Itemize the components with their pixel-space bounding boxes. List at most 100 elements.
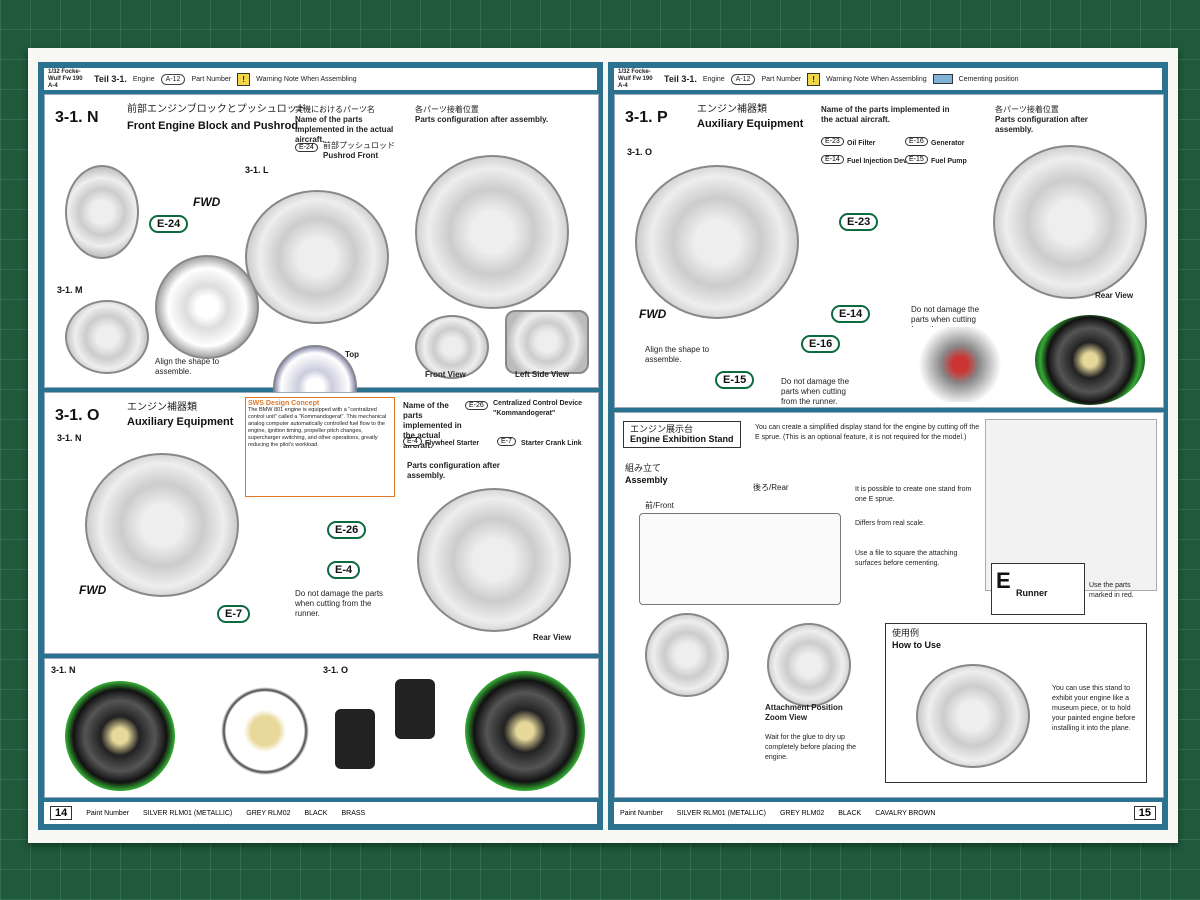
page-right: 1/32 Focke-Wulf Fw 190 A-4 Teil 3-1. Eng…: [608, 62, 1168, 830]
sub-step-n: 3-1. N: [57, 433, 82, 443]
photos-panel: 3-1. N 3-1. O: [44, 658, 599, 798]
fwd-arrow-o: FWD: [79, 583, 107, 597]
part-code-sample: A-12: [160, 73, 186, 85]
part-number-label: Part Number: [191, 75, 232, 83]
o-config-title: Parts configuration after assembly.: [407, 461, 500, 480]
assembly-jp: 組み立て: [625, 463, 662, 473]
runner-e-box: E Runner: [991, 563, 1085, 615]
photo-aux-parts-p: [895, 327, 1025, 402]
callout-e7: E-7: [217, 605, 251, 623]
p-align-note: Align the shape to assemble.: [645, 345, 710, 364]
step-p-number: 3-1. P: [625, 109, 668, 126]
part-code-sample-right: A-12: [730, 73, 756, 85]
side-view-label: Left Side View: [515, 370, 570, 379]
part-e26-name: Centralized Control Device "Kommandogera…: [493, 400, 583, 417]
paint-1: SILVER RLM01 (METALLIC): [143, 809, 233, 817]
damage-note: Do not damage the parts when cutting fro…: [295, 589, 384, 618]
front-label: 前/Front: [645, 501, 674, 510]
part-e4-name: Flywheel Starter: [425, 440, 480, 447]
stand-title-box: エンジン展示台 Engine Exhibition Stand: [623, 421, 741, 448]
photo-engine-rear: [465, 671, 585, 791]
callout-e15: E-15: [715, 371, 755, 389]
step-o-number: 3-1. O: [55, 407, 100, 424]
fwd-arrow-p: FWD: [639, 307, 667, 321]
paint-r3: BLACK: [838, 809, 862, 817]
warning-icon-right: !: [807, 72, 821, 86]
engine-m-drawing: [65, 300, 149, 374]
design-concept-box: SWS Design Concept The BMW 801 engine is…: [245, 397, 395, 497]
paint-r4: CAVALRY BROWN: [875, 809, 936, 817]
runner-note: Use the parts marked in red.: [1089, 582, 1134, 599]
engine-label-right: Engine: [702, 75, 725, 83]
sub-step-l: 3-1. L: [245, 165, 269, 175]
config-jp: 各パーツ接着位置: [415, 105, 479, 114]
align-note: Align the shape to assemble.: [155, 357, 220, 376]
sub-step-m: 3-1. M: [57, 285, 83, 295]
step-o-panel: 3-1. O エンジン補器類 Auxiliary Equipment SWS D…: [44, 392, 599, 654]
how-to-use-text: You can use this stand to exhibit your e…: [1052, 685, 1136, 732]
photo-engine-rear-p: [1035, 315, 1145, 405]
p-config-drawing: [993, 145, 1147, 299]
how-to-use-title: How to Use: [892, 640, 942, 650]
warning-label-right: Warning Note When Assembling: [826, 75, 927, 83]
part-e23-name: Oil Filter: [847, 140, 876, 147]
part-code-e7: E-7: [497, 437, 516, 446]
page-number-14: 14: [50, 806, 73, 820]
runner-label: Runner: [1016, 588, 1048, 598]
part-code-e23: E-23: [821, 137, 844, 146]
assembly-title: Assembly: [625, 475, 668, 485]
kit-name: 1/32 Focke-Wulf Fw 190 A-4: [48, 68, 83, 89]
p-config-jp: 各パーツ接着位置: [995, 105, 1059, 114]
photo-control-unit: [395, 679, 435, 739]
paint-4: BRASS: [341, 809, 366, 817]
part-e15-name: Fuel Pump: [931, 158, 967, 165]
runner-e-drawing: [985, 419, 1157, 591]
paint-number-label: Paint Number: [86, 809, 130, 817]
callout-e14: E-14: [831, 305, 871, 323]
paint-2: GREY RLM02: [246, 809, 291, 817]
part-e14-name: Fuel Injection Device: [847, 158, 917, 165]
callout-e23: E-23: [839, 213, 879, 231]
part-code-e16: E-16: [905, 137, 928, 146]
step-p-panel: 3-1. P エンジン補器類 Auxiliary Equipment Name …: [614, 94, 1164, 408]
p-parts-title: Name of the parts implemented in the act…: [821, 105, 950, 124]
engine-display-drawing: [916, 664, 1030, 768]
step-o-title: Auxiliary Equipment: [127, 416, 234, 428]
cement-swatch: [932, 74, 953, 84]
part-name-jp: 前部プッシュロッド: [323, 141, 395, 150]
rear-label: 後ろ/Rear: [753, 483, 789, 492]
design-concept-text: The BMW 801 engine is equipped with a "c…: [248, 407, 387, 448]
p-rear-view-label: Rear View: [1095, 291, 1134, 300]
part-e16-name: Generator: [931, 140, 965, 147]
p-damage-note-1: Do not damage the parts when cutting fro…: [781, 377, 850, 406]
callout-e24: E-24: [149, 215, 189, 233]
part-name: Pushrod Front: [323, 151, 379, 160]
instruction-sheet: 1/32 Focke-Wulf Fw 190 A-4 Teil 3-1. Eng…: [28, 48, 1178, 843]
part-code-e26: E-26: [465, 401, 488, 410]
step-o-title-jp: エンジン補器類: [127, 402, 197, 413]
stand-scale-note: Differs from real scale.: [855, 520, 925, 527]
fwd-arrow: FWD: [193, 195, 221, 209]
stand-title: Engine Exhibition Stand: [630, 434, 734, 444]
part-code-e14: E-14: [821, 155, 844, 164]
stand-panel: エンジン展示台 Engine Exhibition Stand You can …: [614, 412, 1164, 798]
runner-letter: E: [996, 568, 1011, 593]
part-code-e4: E-4: [403, 437, 422, 446]
engine-detail-drawing: [65, 165, 139, 259]
stand-assembly-drawing: [639, 513, 841, 605]
rear-config-drawing: [417, 488, 571, 632]
page-left: 1/32 Focke-Wulf Fw 190 A-4 Teil 3-1. Eng…: [38, 62, 603, 830]
teil-label-right: Teil 3-1.: [664, 74, 697, 84]
page-number-15: 15: [1133, 806, 1156, 820]
engine-o-drawing: [85, 453, 239, 597]
how-to-use-box: 使用例 How to Use You can use this stand to…: [885, 623, 1147, 783]
engine-on-stand-drawing: [645, 613, 729, 697]
part-code-e24: E-24: [295, 143, 318, 152]
stand-intro: You can create a simplified display stan…: [755, 424, 980, 441]
parts-name-title: Name of the parts implemented in the act…: [295, 115, 394, 144]
step-p-title-jp: エンジン補器類: [697, 104, 767, 115]
attach-label: Attachment Position Zoom View: [765, 703, 843, 722]
warning-icon: !: [237, 72, 251, 86]
top-label: Top: [345, 350, 360, 359]
step-n-panel: 3-1. N 前部エンジンブロックとプッシュロッド Front Engine B…: [44, 94, 599, 429]
